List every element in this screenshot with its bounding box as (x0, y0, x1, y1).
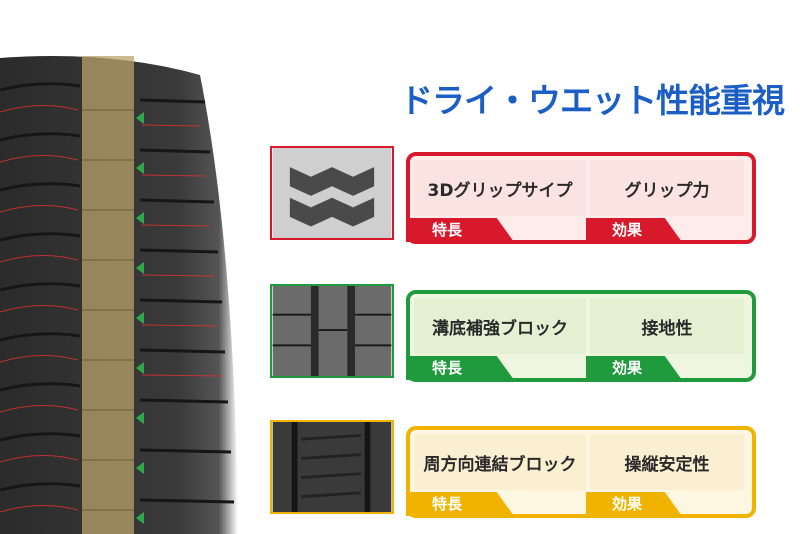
tread-thumbnail (270, 420, 394, 514)
feature-label: 3Dグリップサイプ (414, 160, 586, 216)
tread-thumbnail (270, 284, 394, 378)
feature-label: 周方向連結ブロック (414, 434, 586, 490)
page-title: ドライ・ウエット性能重視 (400, 81, 785, 120)
feature-row: 溝底補強ブロック接地性特長 効果 (270, 284, 770, 390)
tire-tread-image (0, 56, 238, 534)
feature-box: 3Dグリップサイプグリップ力特長 効果 (406, 152, 756, 244)
feature-box: 溝底補強ブロック接地性特長 効果 (406, 290, 756, 382)
feature-tag: 特長 (406, 218, 514, 242)
feature-tag: 特長 (406, 492, 514, 516)
effect-label: 操縦安定性 (590, 434, 744, 490)
feature-box: 周方向連結ブロック操縦安定性特長 効果 (406, 426, 756, 518)
feature-label: 溝底補強ブロック (414, 298, 586, 354)
effect-label: 接地性 (590, 298, 744, 354)
effect-label: グリップ力 (590, 160, 744, 216)
effect-tag: 効果 (586, 356, 682, 380)
feature-row: 3Dグリップサイプグリップ力特長 効果 (270, 146, 770, 252)
effect-tag: 効果 (586, 218, 682, 242)
feature-row: 周方向連結ブロック操縦安定性特長 効果 (270, 420, 770, 526)
feature-tag: 特長 (406, 356, 514, 380)
tread-thumbnail (270, 146, 394, 240)
effect-tag: 効果 (586, 492, 682, 516)
